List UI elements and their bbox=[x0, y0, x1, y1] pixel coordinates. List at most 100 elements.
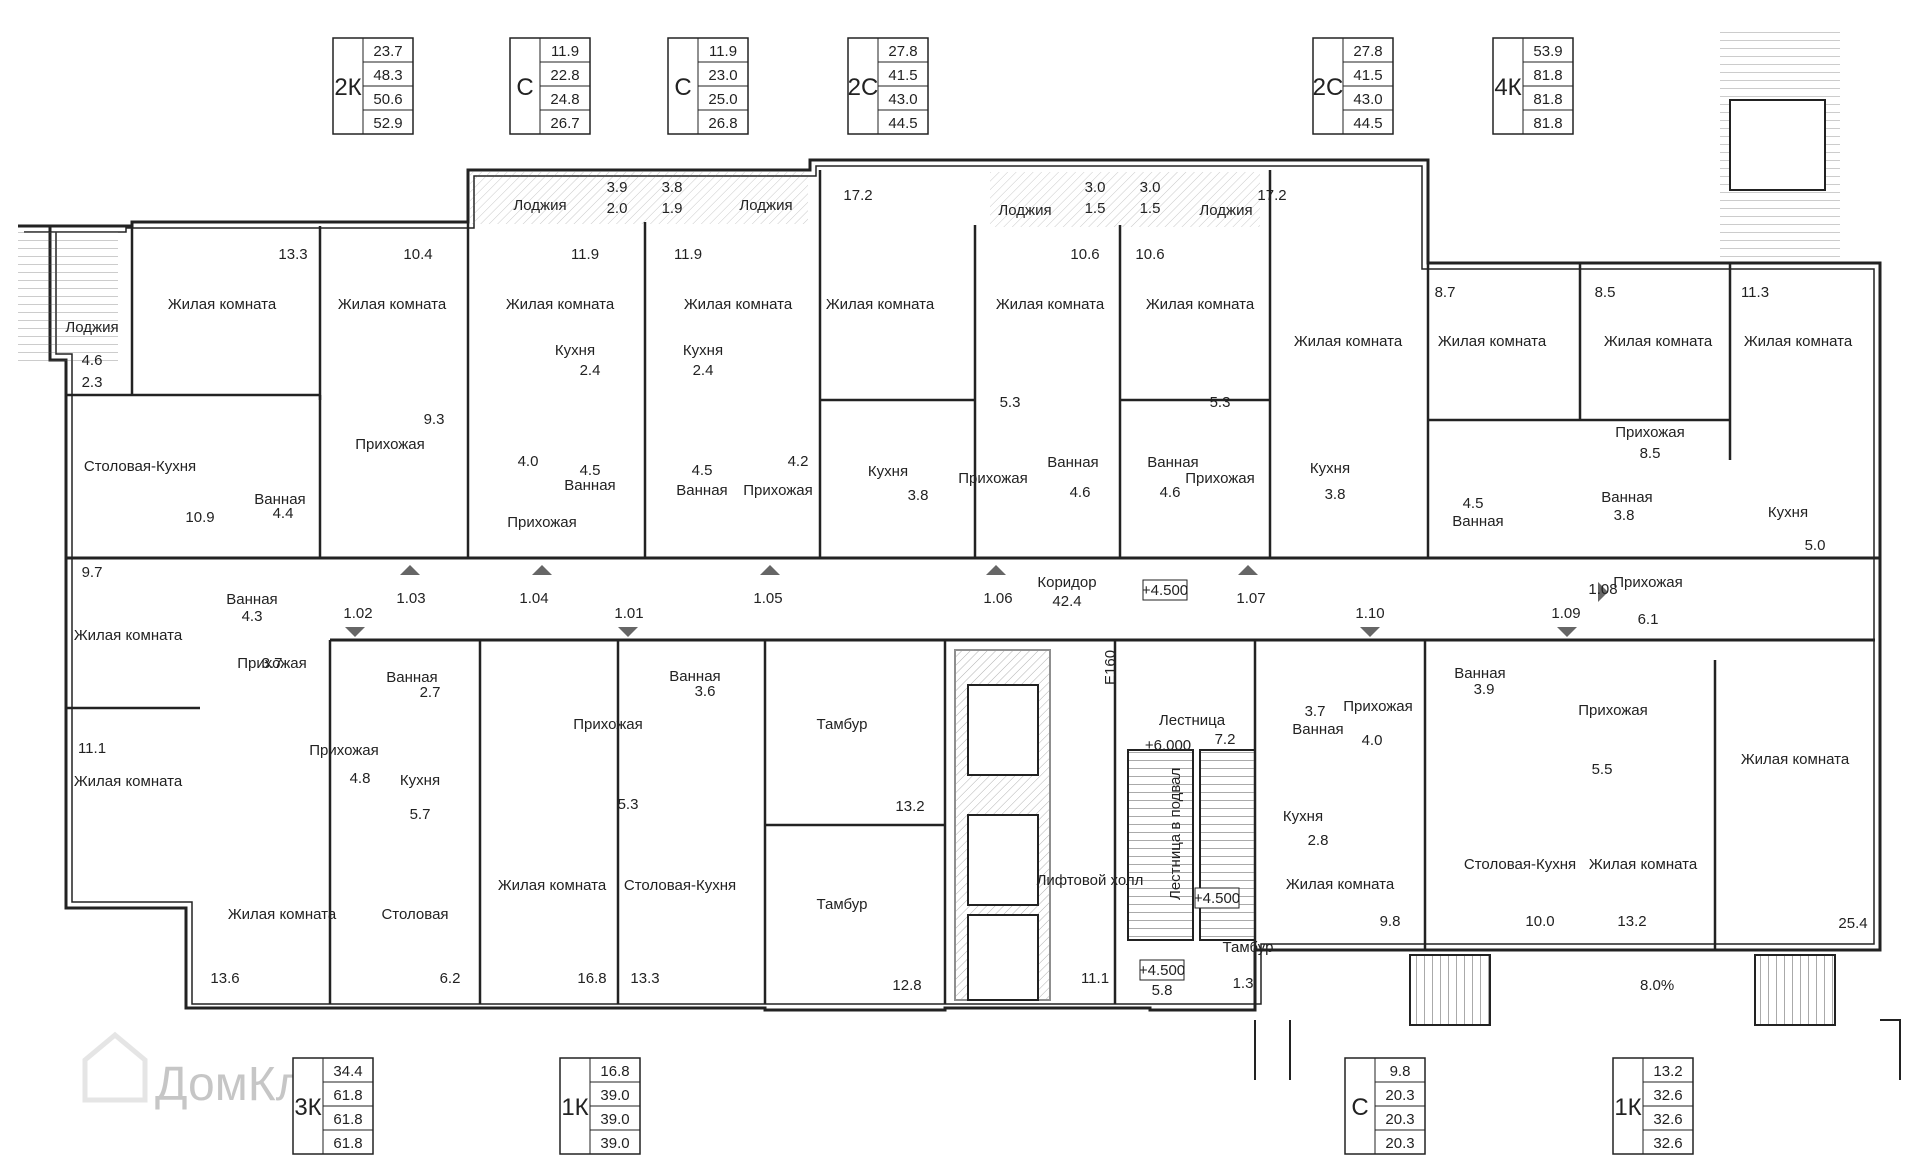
room-name: Жилая комната bbox=[684, 296, 793, 313]
apartment-area: 23.7 bbox=[373, 43, 402, 60]
room-area: 3.8 bbox=[1325, 486, 1346, 503]
apartment-area: 23.0 bbox=[708, 67, 737, 84]
room-area: 8.5 bbox=[1595, 284, 1616, 301]
room-name: Кухня bbox=[683, 342, 723, 359]
room-area: 4.0 bbox=[1362, 732, 1383, 749]
room-area: 9.7 bbox=[82, 564, 103, 581]
room-area: 9.3 bbox=[424, 411, 445, 428]
room-name: Ванная bbox=[1047, 454, 1098, 471]
apartment-type: С bbox=[1351, 1094, 1368, 1121]
ramp-slope: 8.0% bbox=[1640, 977, 1674, 994]
apartment-tables-bottom: 3К34.461.861.861.81К16.839.039.039.0С9.8… bbox=[292, 1057, 1694, 1155]
room-area: 4.6 bbox=[1160, 484, 1181, 501]
room-area: 5.5 bbox=[1592, 761, 1613, 778]
room-area: 17.2 bbox=[843, 187, 872, 204]
room-name: Жилая комната bbox=[1604, 333, 1713, 350]
apartment-area: 61.8 bbox=[333, 1111, 362, 1128]
apartment-area: 44.5 bbox=[1353, 115, 1382, 132]
room-name: Прихожая bbox=[1578, 702, 1648, 719]
room-name: Жилая комната bbox=[74, 773, 183, 790]
room-name: Прихожая bbox=[1615, 424, 1685, 441]
apartment-type: 2К bbox=[334, 74, 361, 101]
room-name: Кухня bbox=[1283, 808, 1323, 825]
room-area: 12.8 bbox=[892, 977, 921, 994]
room-area: 13.2 bbox=[1617, 913, 1646, 930]
stair-area-2: 5.8 bbox=[1152, 982, 1173, 999]
level-mark-2: +6.000 bbox=[1145, 737, 1191, 754]
apartment-area: 53.9 bbox=[1533, 43, 1562, 60]
room-living-6: Жилая комната 10.6 bbox=[996, 246, 1105, 313]
room-area: 3.8 bbox=[1614, 507, 1635, 524]
room-area: 13.3 bbox=[630, 970, 659, 987]
room-area: 1.3 bbox=[1233, 975, 1254, 992]
room-area-secondary: 1.5 bbox=[1085, 200, 1106, 217]
apartment-area: 81.8 bbox=[1533, 91, 1562, 108]
apartment-area: 25.0 bbox=[708, 91, 737, 108]
apartment-area: 61.8 bbox=[333, 1087, 362, 1104]
room-area: 4.5 bbox=[580, 462, 601, 479]
room-name: Тамбур bbox=[1223, 939, 1274, 956]
room-name: Ванная bbox=[386, 669, 437, 686]
apartment-area: 20.3 bbox=[1385, 1135, 1414, 1152]
room-area: 4.5 bbox=[1463, 495, 1484, 512]
apartment-type: 1К bbox=[561, 1094, 588, 1121]
stair-down-label: Лестница в подвал bbox=[1167, 768, 1184, 900]
room-area: 10.0 bbox=[1525, 913, 1554, 930]
room-area-secondary: 2.3 bbox=[82, 374, 103, 391]
room-living-10: Жилая комната 8.5 bbox=[1595, 284, 1713, 350]
room-area: 8.7 bbox=[1435, 284, 1456, 301]
room-name: Жилая комната bbox=[1294, 333, 1403, 350]
misc-labels: +4.500 +6.000 +4.500 +4.500 5.8 Лестница… bbox=[1102, 579, 1674, 999]
apartment-area: 41.5 bbox=[888, 67, 917, 84]
room-name: Ванная bbox=[669, 668, 720, 685]
apartment-area: 81.8 bbox=[1533, 115, 1562, 132]
room-area: 4.6 bbox=[82, 352, 103, 369]
apartment-table: С9.820.320.320.3 bbox=[1344, 1057, 1426, 1155]
room-area: 5.7 bbox=[410, 806, 431, 823]
apartment-type: С bbox=[516, 74, 533, 101]
room-name: Прихожая bbox=[743, 482, 813, 499]
door-mark: 1.10 bbox=[1355, 605, 1384, 622]
room-name: Жилая комната bbox=[228, 906, 337, 923]
room-name: Лоджия bbox=[739, 197, 792, 214]
room-area: 4.0 bbox=[518, 453, 539, 470]
room-name: Прихожая bbox=[958, 470, 1028, 487]
apartment-area: 39.0 bbox=[600, 1135, 629, 1152]
apartment-type: 2С bbox=[1313, 74, 1344, 101]
room-area: 4.4 bbox=[273, 505, 294, 522]
room-name: Ванная bbox=[1452, 513, 1503, 530]
room-name: Прихожая bbox=[1343, 698, 1413, 715]
room-name: Ванная bbox=[226, 591, 277, 608]
room-area: 10.6 bbox=[1070, 246, 1099, 263]
room-area: 10.9 bbox=[185, 509, 214, 526]
room-name: Столовая-Кухня bbox=[624, 877, 736, 894]
room-area: 5.3 bbox=[618, 796, 639, 813]
door-mark: 1.04 bbox=[519, 590, 548, 607]
room-name: Жилая комната bbox=[996, 296, 1105, 313]
room-area: 2.4 bbox=[580, 362, 601, 379]
door-mark: 1.08 bbox=[1588, 581, 1617, 598]
apartment-type: 4К bbox=[1494, 74, 1521, 101]
room-area-secondary: 1.5 bbox=[1140, 200, 1161, 217]
apartment-area: 44.5 bbox=[888, 115, 917, 132]
room-area: 4.5 bbox=[692, 462, 713, 479]
